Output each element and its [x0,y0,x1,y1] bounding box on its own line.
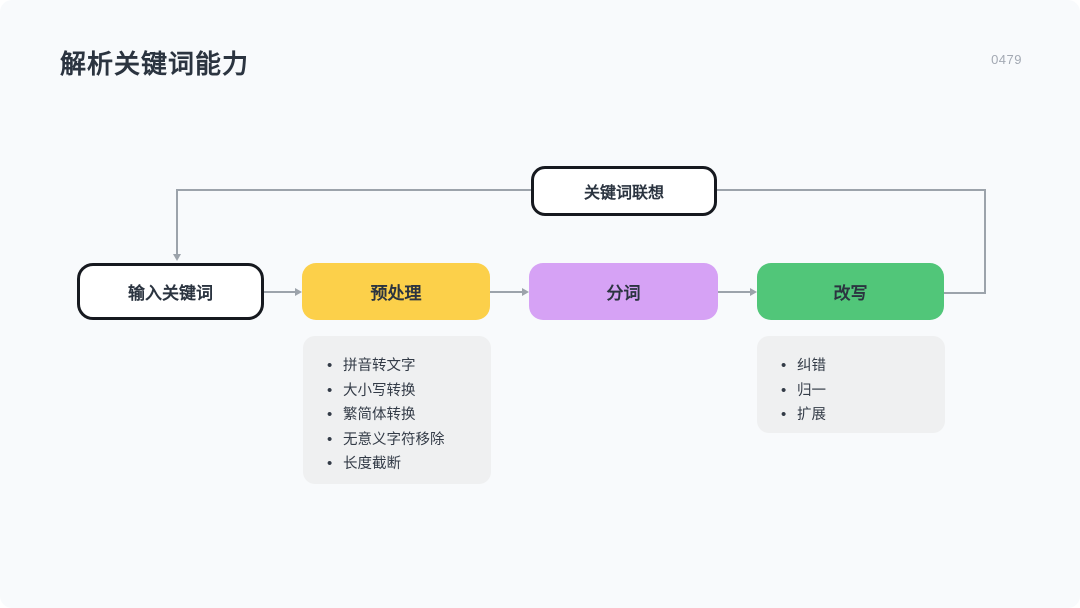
node-rewrite-label: 改写 [833,284,868,303]
list-item: 长度截断 [327,452,491,477]
rewrite-details-list: 纠错归一扩展 [781,354,945,428]
preprocess-details-panel: 拼音转文字大小写转换繁简体转换无意义字符移除长度截断 [303,336,491,484]
arrow-input-to-preprocess-line [264,291,296,293]
list-item: 归一 [781,379,945,404]
preprocess-details-list: 拼音转文字大小写转换繁简体转换无意义字符移除长度截断 [327,354,491,477]
node-keyword-association[interactable]: 关键词联想 [531,166,717,216]
arrow-input-to-preprocess-icon [295,287,302,296]
node-preprocess[interactable]: 预处理 [302,263,490,320]
node-preprocess-label: 预处理 [370,284,422,303]
arrow-preprocess-to-segment-line [490,291,523,293]
rewrite-details-panel: 纠错归一扩展 [757,336,945,433]
node-segmentation-label: 分词 [606,284,641,303]
list-item: 大小写转换 [327,379,491,404]
node-input-keyword-label: 输入关键词 [128,284,213,303]
node-input-keyword[interactable]: 输入关键词 [77,263,264,320]
list-item: 拼音转文字 [327,354,491,379]
page-number: 0479 [991,52,1022,67]
page-title: 解析关键词能力 [60,49,250,79]
rewrite-to-feedback-line [944,292,986,294]
node-keyword-association-label: 关键词联想 [583,185,664,202]
node-rewrite[interactable]: 改写 [757,263,944,320]
list-item: 无意义字符移除 [327,428,491,453]
arrow-segment-to-rewrite-icon [750,287,757,296]
node-segmentation[interactable]: 分词 [529,263,718,320]
list-item: 繁简体转换 [327,403,491,428]
feedback-right-vertical-line [984,189,986,293]
feedback-left-vertical-line [176,189,178,255]
arrow-preprocess-to-segment-icon [522,287,529,296]
arrow-segment-to-rewrite-line [718,291,751,293]
list-item: 扩展 [781,403,945,428]
arrow-down-into-input-icon [172,254,181,261]
list-item: 纠错 [781,354,945,379]
